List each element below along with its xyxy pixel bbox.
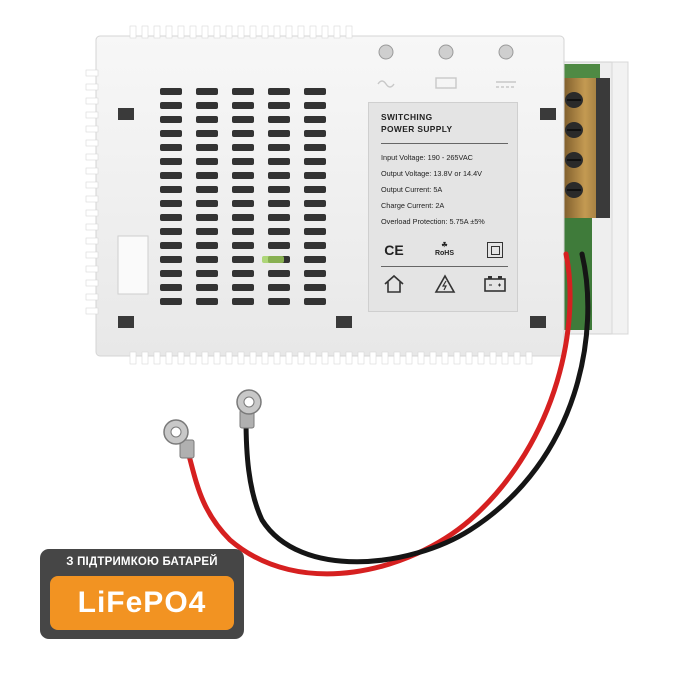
rohs-text: RoHS <box>434 250 455 257</box>
ventilation-slots <box>160 88 326 305</box>
badge-subtitle: З ПІДТРИМКОЮ БАТАРЕЙ <box>66 556 218 568</box>
label-divider <box>381 143 508 144</box>
indicator-leds <box>377 44 516 89</box>
terminal-block <box>555 61 629 335</box>
label-title-line1: SWITCHING <box>381 112 433 122</box>
cert-divider <box>381 266 508 267</box>
negative-wire <box>243 251 591 565</box>
high-voltage-warning-icon <box>432 273 458 295</box>
badge-pill: LiFePO4 <box>50 576 234 630</box>
rohs-mark-icon: ☘ RoHS <box>432 239 458 261</box>
battery-wires <box>185 251 591 577</box>
indoor-use-icon <box>381 273 407 295</box>
lifepo4-support-badge: З ПІДТРИМКОЮ БАТАРЕЙ LiFePO4 <box>40 549 244 639</box>
badge-title: LiFePO4 <box>77 586 207 619</box>
spec-input-voltage: Input Voltage: 190 - 265VAC <box>381 153 473 162</box>
leaf-icon: ☘ <box>441 242 448 249</box>
usage-symbols <box>381 273 508 295</box>
spec-label: SWITCHING POWER SUPPLY Input Voltage: 19… <box>368 102 518 312</box>
spec-overload-protection: Overload Protection: 5.75A ±5% <box>381 217 485 226</box>
battery-icon <box>482 273 508 295</box>
ring-terminal-negative <box>236 389 262 429</box>
spec-charge-current: Charge Current: 2A <box>381 201 445 210</box>
dc-symbol-icon <box>496 81 516 88</box>
certification-marks: CE ☘ RoHS <box>381 239 508 261</box>
ce-mark-icon: CE <box>384 242 404 258</box>
ring-terminals <box>163 389 262 459</box>
battery-symbol-icon <box>435 77 457 89</box>
spec-output-current: Output Current: 5A <box>381 185 443 194</box>
spec-output-voltage: Output Voltage: 13.8V or 14.4V <box>381 169 483 178</box>
label-title-line2: POWER SUPPLY <box>381 124 453 134</box>
ac-symbol-icon <box>377 80 395 88</box>
ring-terminal-positive <box>163 419 195 459</box>
double-insulation-icon <box>482 239 508 261</box>
